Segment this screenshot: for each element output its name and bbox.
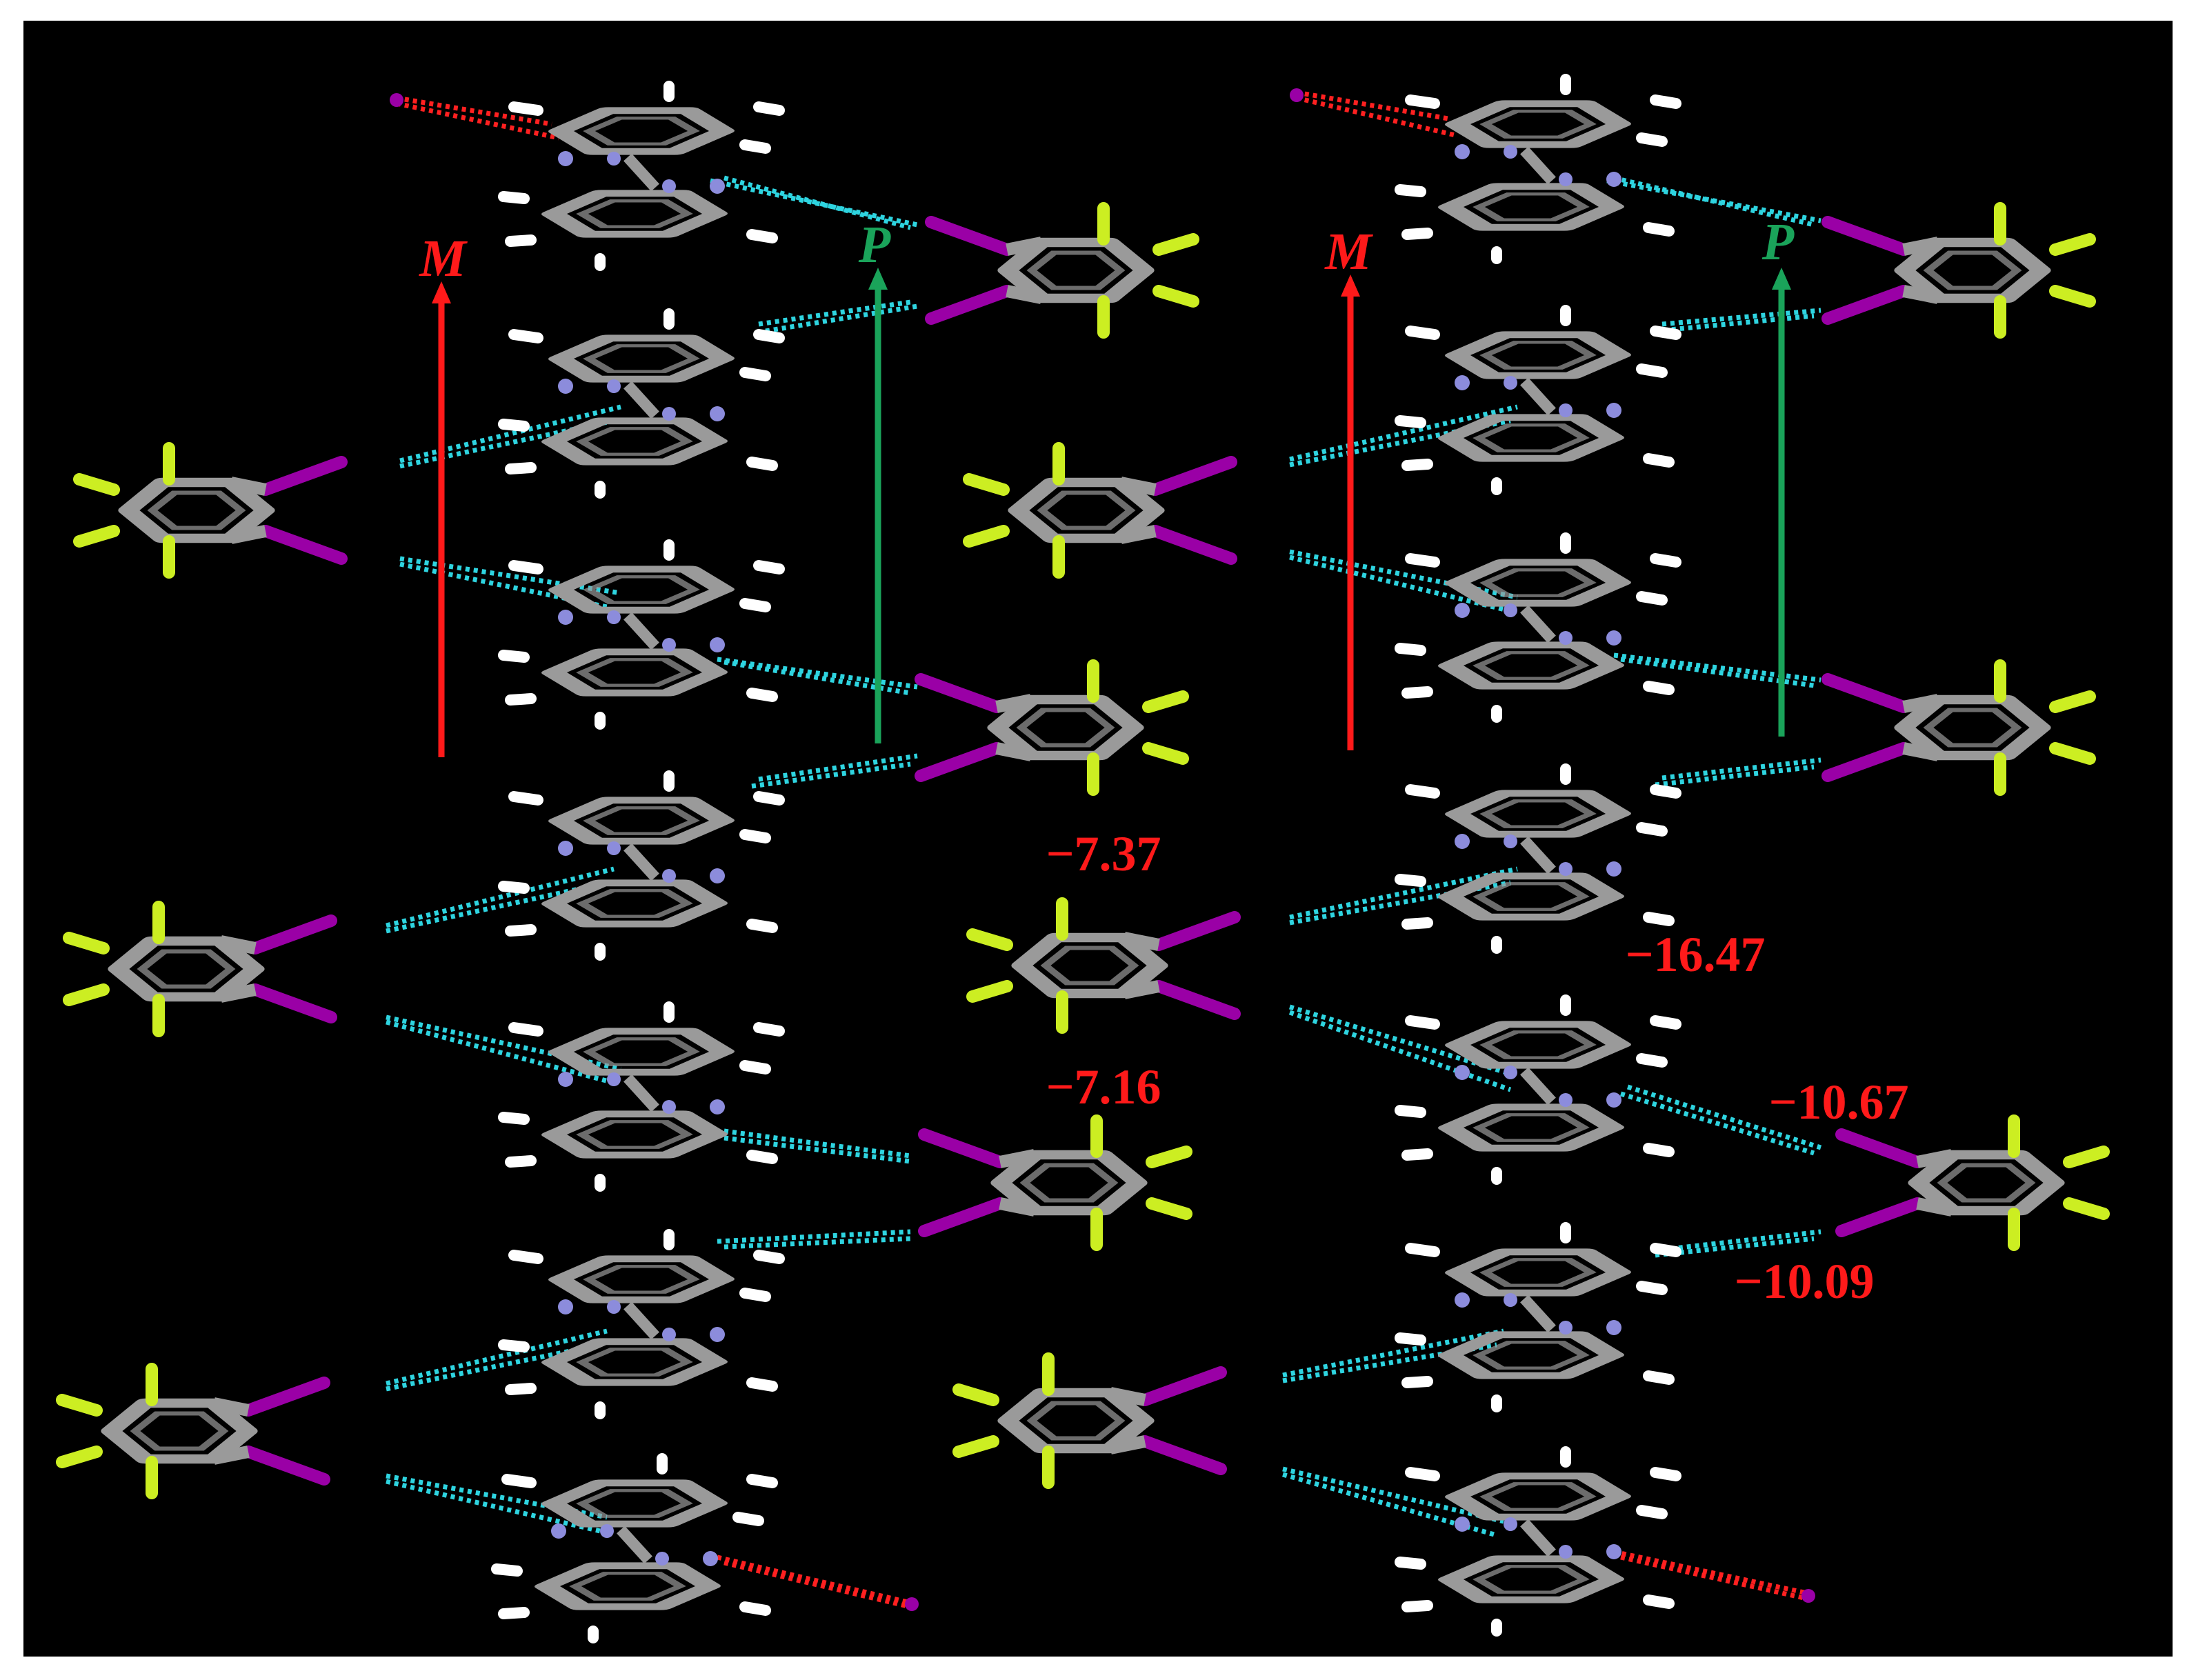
- contact-line-group: [396, 90, 1808, 1610]
- helix-label-p-right: P: [1761, 213, 1795, 271]
- helix-arrow-p-right: [1772, 268, 1791, 737]
- energy-label: −10.09: [1734, 1254, 1874, 1309]
- helix-label-m-left: M: [419, 230, 468, 288]
- helix-label-m-right: M: [1324, 223, 1373, 281]
- arrow-up-icon: [868, 268, 888, 290]
- black-background: [23, 21, 2173, 1657]
- energy-label: −16.47: [1625, 927, 1765, 982]
- arrow-up-icon: [432, 281, 451, 303]
- helix-arrow-p-left: [868, 268, 888, 743]
- helix-label-p-left: P: [858, 216, 891, 274]
- helix-arrow-m-right: [1341, 274, 1360, 750]
- terminal-iodine-atoms: [390, 88, 1815, 1611]
- energy-label: −7.37: [1046, 826, 1161, 881]
- energy-label: −10.67: [1768, 1074, 1908, 1130]
- helix-arrow-m-left: [432, 281, 451, 757]
- energy-label: −7.16: [1046, 1059, 1161, 1114]
- arrow-up-icon: [1341, 274, 1360, 297]
- arrow-up-icon: [1772, 268, 1791, 290]
